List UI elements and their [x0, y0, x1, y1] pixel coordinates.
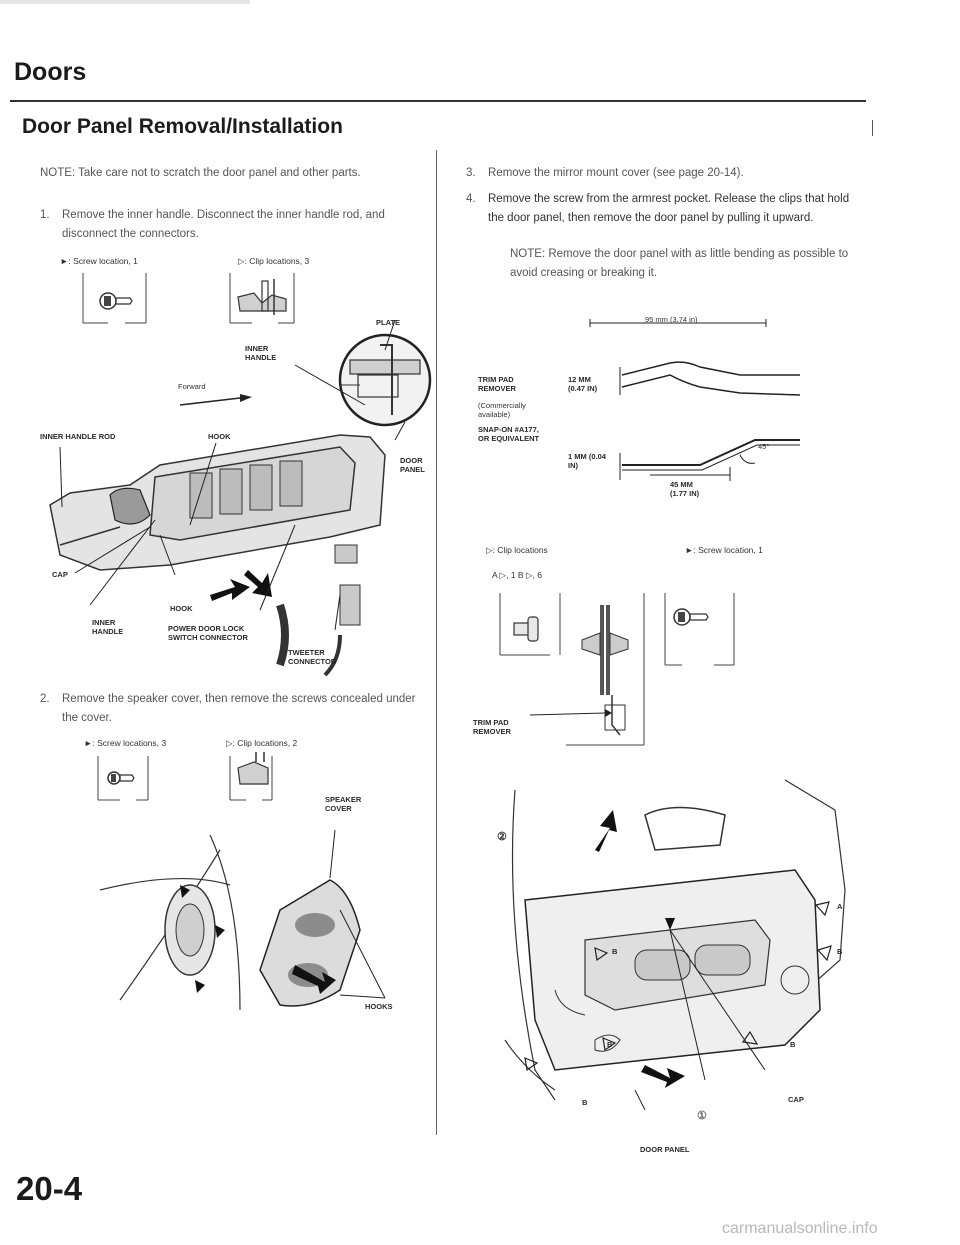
clip-b-marker-3 [602, 1037, 617, 1052]
fig2-clip-legend: ▷: Clip locations, 2 [226, 738, 298, 748]
label-b-lower: B [582, 1098, 588, 1107]
fig3-screw-legend: ►: Screw location, 1 [685, 545, 763, 555]
header-rule [10, 100, 866, 102]
label-b-right: B [837, 947, 843, 956]
clip-b-marker-5 [741, 1030, 759, 1045]
trim-pad-remover-diagram [589, 319, 801, 481]
fig3-clip-legend: ▷: Clip locations [486, 545, 548, 555]
clip-b-marker-4 [524, 1057, 539, 1072]
fig1-clip-legend: ▷: Clip locations, 3 [238, 256, 310, 266]
screw-icon [82, 273, 147, 324]
clip-b-icon [559, 593, 645, 746]
step-4-text: Remove the screw from the armrest pocket… [488, 193, 850, 224]
procedure-title: Door Panel Removal/Installation [22, 115, 343, 138]
label-tweeter-connector: TWEETER CONNECTOR [288, 648, 337, 666]
tool-name: TRIM PAD REMOVER [478, 375, 516, 393]
clip-icon [229, 273, 295, 324]
label-inner-handle-rod: INNER HANDLE ROD [40, 432, 116, 441]
dim-thickness: 1 mm (0.04 in) [568, 452, 606, 470]
label-b-low: B [790, 1040, 796, 1049]
label-hook-top: HOOK [208, 432, 231, 441]
label-inner-handle-bottom: INNER HANDLE [92, 618, 124, 636]
tool-availability: (Commercially available) [478, 401, 526, 419]
dim-width: 12 mm (0.47 in) [568, 375, 598, 393]
label-power-door-lock-connector: POWER DOOR LOCK SWITCH CONNECTOR [168, 624, 248, 642]
step-3-number: 3. [466, 167, 476, 179]
dim-angle: 45° [758, 442, 770, 451]
step-1-text: Remove the inner handle. Disconnect the … [62, 209, 385, 240]
step-3-text: Remove the mirror mount cover (see page … [488, 167, 744, 179]
label-door-panel: DOOR PANEL [400, 456, 425, 474]
label-circled-1: ① [697, 1110, 707, 1122]
label-door-cap: CAP [788, 1095, 804, 1104]
clip-a-icon [499, 593, 550, 656]
fig1-screw-legend: ►: Screw location, 1 [60, 256, 138, 266]
fig3-clip-counts: A ▷, 1 B ▷, 6 [492, 570, 542, 580]
label-inner-handle-top: INNER HANDLE [245, 344, 277, 362]
screw-marker-1 [180, 885, 190, 898]
inner-handle-diagram [49, 273, 432, 677]
step-1-number: 1. [40, 209, 50, 221]
label-cap: CAP [52, 570, 68, 579]
column-divider [436, 150, 437, 1135]
label-trim-pad-remover: TRIM PAD REMOVER [473, 718, 511, 736]
pull-arrow-left [210, 579, 250, 601]
label-a: A [837, 902, 843, 911]
clip-b-marker-1 [816, 945, 832, 962]
note-text: NOTE: Take care not to scratch the door … [40, 167, 361, 179]
label-plate: PLATE [376, 318, 401, 327]
detail-circle [338, 333, 432, 427]
screw-marker-2 [215, 925, 225, 938]
label-b-bottom: B [607, 1040, 613, 1049]
forward-arrow [179, 394, 252, 406]
clip-icon-2 [229, 752, 273, 801]
cover-arrow [292, 965, 336, 994]
speaker [164, 884, 216, 976]
tool-part: Snap-on #A177, or equivalent [478, 425, 540, 443]
door-panel-diagram [504, 779, 846, 1111]
dim-tip: 45 mm (1.77 in) [670, 480, 700, 498]
clip-detail-diagram [499, 593, 735, 746]
door-trim-drawing [49, 434, 386, 677]
clip-a-marker [814, 901, 830, 917]
screw-marker-door [665, 918, 675, 930]
section-title: Doors [14, 58, 87, 86]
label-door-panel-bottom: DOOR PANEL [640, 1145, 690, 1154]
pull-arrow [641, 1065, 685, 1088]
speaker-cover [259, 879, 361, 1007]
label-forward: Forward [178, 382, 206, 391]
step-4-number: 4. [466, 193, 476, 205]
label-hooks: HOOKS [365, 1002, 393, 1011]
label-hook-bottom: HOOK [170, 604, 193, 613]
lift-arrow [595, 810, 617, 852]
step-2-number: 2. [40, 693, 50, 705]
top-edge-line [0, 0, 250, 4]
label-circled-2: ② [497, 831, 507, 843]
speaker-cover-diagram [97, 752, 386, 1011]
screw-icon-3 [664, 593, 735, 666]
page-number: 20-4 [16, 1170, 83, 1207]
watermark: carmanualsonline.info [722, 1220, 878, 1237]
step-2-text: Remove the speaker cover, then remove th… [62, 693, 416, 724]
fig2-screw-legend: ►: Screw locations, 3 [84, 738, 167, 748]
dim-length: 95 mm (3.74 in) [645, 315, 698, 324]
note2-text: NOTE: Remove the door panel with as litt… [510, 248, 849, 279]
label-speaker-cover: SPEAKER COVER [325, 795, 362, 813]
margin-mark [872, 120, 873, 136]
pull-arrow-right [244, 570, 272, 597]
label-b-left: B [612, 947, 618, 956]
screw-icon-2 [97, 756, 149, 801]
clip-b-marker-2 [594, 947, 609, 962]
screw-marker-3 [195, 980, 205, 993]
